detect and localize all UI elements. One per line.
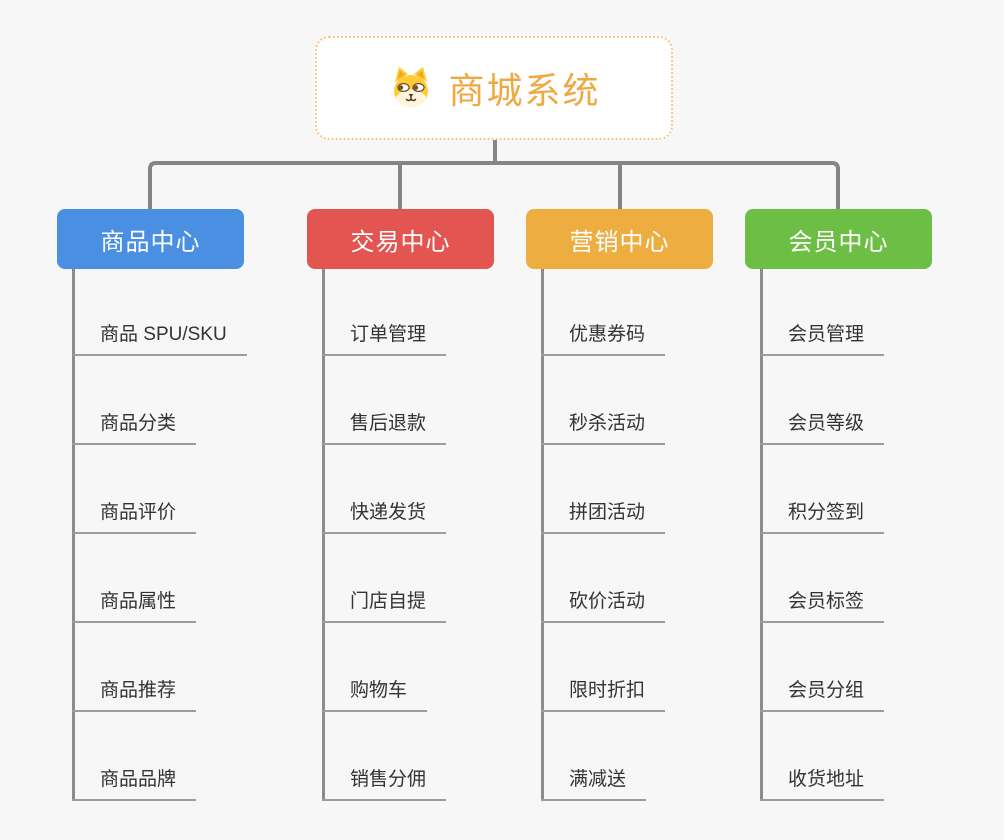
leaf-node[interactable]: 商品分类 xyxy=(72,401,197,445)
branch-trunk-line xyxy=(541,269,544,801)
branch-label: 商品中心 xyxy=(100,228,201,256)
leaf-node[interactable]: 门店自提 xyxy=(322,579,447,623)
leaf-node[interactable]: 会员管理 xyxy=(760,312,885,356)
leaf-node[interactable]: 优惠券码 xyxy=(541,312,666,356)
leaf-node[interactable]: 限时折扣 xyxy=(541,668,666,712)
branch-trunk-line xyxy=(322,269,325,801)
leaf-node[interactable]: 拼团活动 xyxy=(541,490,666,534)
branch-trunk-line xyxy=(72,269,75,801)
leaf-node[interactable]: 销售分佣 xyxy=(322,757,447,801)
leaf-node[interactable]: 会员标签 xyxy=(760,579,885,623)
leaf-node[interactable]: 满减送 xyxy=(541,757,647,801)
dog-face-icon xyxy=(387,64,435,112)
leaf-node[interactable]: 商品品牌 xyxy=(72,757,197,801)
branch-node-marketing-center[interactable]: 营销中心 xyxy=(526,209,713,269)
branch-label: 交易中心 xyxy=(350,228,451,256)
branch-node-product-center[interactable]: 商品中心 xyxy=(57,209,244,269)
leaf-node[interactable]: 快递发货 xyxy=(322,490,447,534)
leaf-node[interactable]: 秒杀活动 xyxy=(541,401,666,445)
root-title: 商城系统 xyxy=(448,70,601,111)
branch-label: 营销中心 xyxy=(569,228,670,256)
branch-node-trade-center[interactable]: 交易中心 xyxy=(307,209,494,269)
leaf-node[interactable]: 商品评价 xyxy=(72,490,197,534)
leaf-node[interactable]: 会员等级 xyxy=(760,401,885,445)
leaf-node[interactable]: 会员分组 xyxy=(760,668,885,712)
leaf-node[interactable]: 订单管理 xyxy=(322,312,447,356)
leaf-node[interactable]: 收货地址 xyxy=(760,757,885,801)
leaf-node[interactable]: 商品推荐 xyxy=(72,668,197,712)
root-node[interactable]: 商城系统 xyxy=(315,36,673,140)
branch-node-member-center[interactable]: 会员中心 xyxy=(745,209,932,269)
leaf-node[interactable]: 商品属性 xyxy=(72,579,197,623)
leaf-node[interactable]: 积分签到 xyxy=(760,490,885,534)
leaf-node[interactable]: 商品 SPU/SKU xyxy=(72,312,247,356)
leaf-node[interactable]: 砍价活动 xyxy=(541,579,666,623)
leaf-node[interactable]: 购物车 xyxy=(322,668,428,712)
leaf-node[interactable]: 售后退款 xyxy=(322,401,447,445)
branch-label: 会员中心 xyxy=(788,228,889,256)
branch-trunk-line xyxy=(760,269,763,801)
